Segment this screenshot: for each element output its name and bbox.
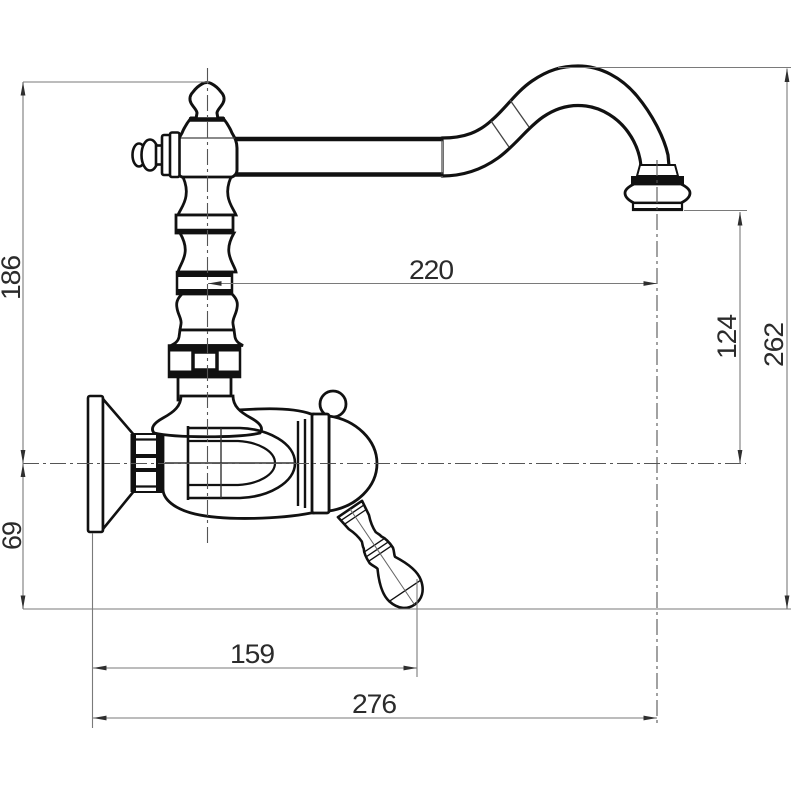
dimension-labels: 186 69 220 124 262 159 276	[0, 255, 789, 719]
arrow-220-right	[643, 281, 657, 286]
block-square-port	[191, 350, 219, 372]
spout-arm	[230, 64, 671, 178]
column-bell-skirt	[151, 394, 263, 439]
side-knob	[131, 131, 181, 179]
spout-bend-joint-line-2	[509, 99, 530, 128]
dimension-annotations	[22, 66, 791, 728]
dim-label-276: 276	[352, 689, 396, 719]
spout-bend-joint-line-1	[490, 120, 510, 148]
arrow-159-right	[403, 665, 417, 671]
arrow-186-top	[20, 82, 26, 96]
arrow-69-bottom	[20, 595, 26, 609]
dim-label-186: 186	[0, 256, 26, 300]
arrow-159-left	[93, 665, 107, 671]
centerlines	[23, 68, 746, 727]
dim-label-220: 220	[409, 255, 453, 285]
arrow-262-bottom	[784, 595, 790, 609]
knob-flange	[168, 131, 181, 179]
handle-axis-line	[349, 508, 415, 605]
lever-handle	[336, 499, 424, 610]
spout-arm-tube	[230, 137, 443, 177]
dim-label-124: 124	[712, 314, 742, 359]
arrow-276-left	[93, 715, 107, 721]
dim-label-69: 69	[0, 522, 27, 550]
arrow-262-top	[784, 68, 790, 82]
arrow-124-bottom	[737, 450, 743, 464]
column-flare	[170, 328, 244, 347]
arrow-69-top	[20, 463, 26, 477]
column	[131, 81, 244, 402]
arrow-276-right	[643, 715, 657, 721]
dim-label-262: 262	[759, 323, 789, 367]
arrow-186-bottom	[20, 450, 26, 464]
dim-label-159: 159	[230, 639, 274, 669]
arrow-124-top	[737, 212, 743, 226]
spout-curve-tube	[440, 64, 671, 178]
